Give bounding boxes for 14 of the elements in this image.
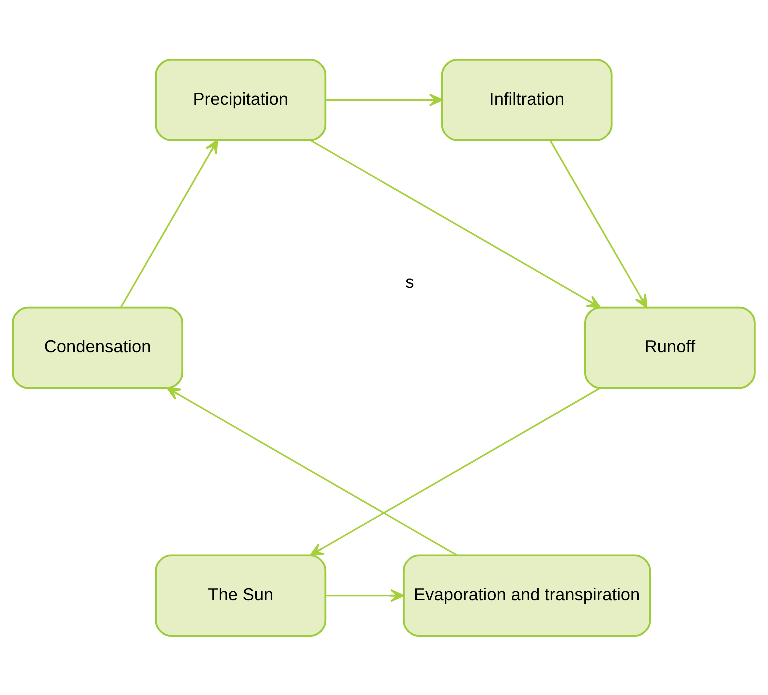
arrow (310, 139, 602, 308)
arrow (326, 588, 404, 602)
node-box: Condensation (12, 306, 184, 389)
arrow (550, 140, 648, 308)
arrow (166, 387, 458, 556)
node-box: Evaporation and transpiration (403, 554, 652, 636)
node-box: Precipitation (155, 58, 327, 141)
arrow (326, 93, 444, 106)
arrow (120, 139, 218, 308)
node-box: Infiltration (441, 58, 613, 141)
label: s (406, 272, 414, 292)
arrow (310, 387, 601, 556)
node-box: Runoff (584, 306, 756, 389)
node-box: The Sun (155, 554, 327, 636)
